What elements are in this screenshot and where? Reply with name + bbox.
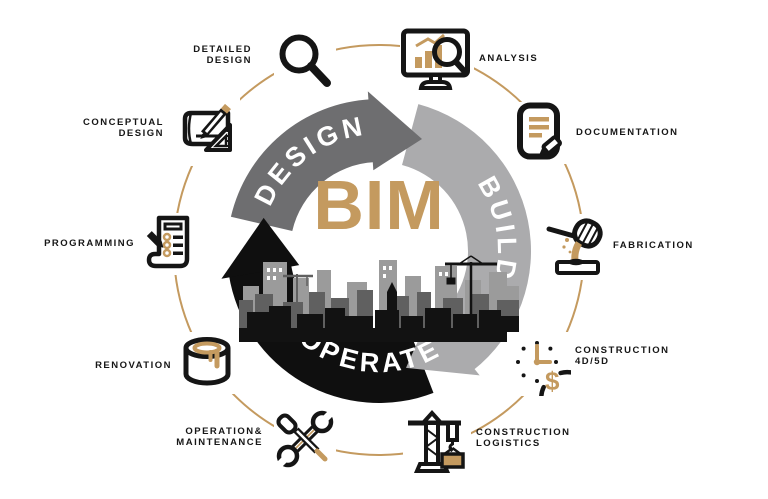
paint-bucket-icon	[176, 332, 238, 394]
wrench-screwdriver-icon	[274, 408, 336, 470]
design-arrowhead-icon	[367, 91, 422, 171]
svg-text:$: $	[545, 366, 560, 396]
document-pencil-icon	[509, 102, 571, 164]
city-skyline	[239, 255, 519, 342]
design-arc-segment	[230, 99, 375, 231]
bim-cycle-ring: DESIGN BUILD OPERATE	[221, 91, 532, 403]
ladle-pour-icon	[544, 214, 610, 280]
sketch-pencil-icon	[172, 98, 240, 166]
checklist-pencil-icon	[140, 213, 202, 275]
node-label-operation-maintenance: OPERATION&MAINTENANCE	[176, 426, 263, 448]
monitor-chart-icon	[400, 26, 474, 92]
bim-center-title: BIM	[313, 166, 445, 244]
node-label-renovation: RENOVATION	[95, 360, 172, 371]
magnifier-icon	[274, 31, 336, 93]
node-label-documentation: DOCUMENTATION	[576, 127, 679, 138]
clock-dollar-icon: $	[507, 332, 571, 396]
node-label-fabrication: FABRICATION	[613, 240, 694, 251]
node-label-analysis: ANALYSIS	[479, 53, 539, 64]
node-label-programming: PROGRAMMING	[44, 238, 135, 249]
tower-crane-icon	[403, 410, 471, 478]
